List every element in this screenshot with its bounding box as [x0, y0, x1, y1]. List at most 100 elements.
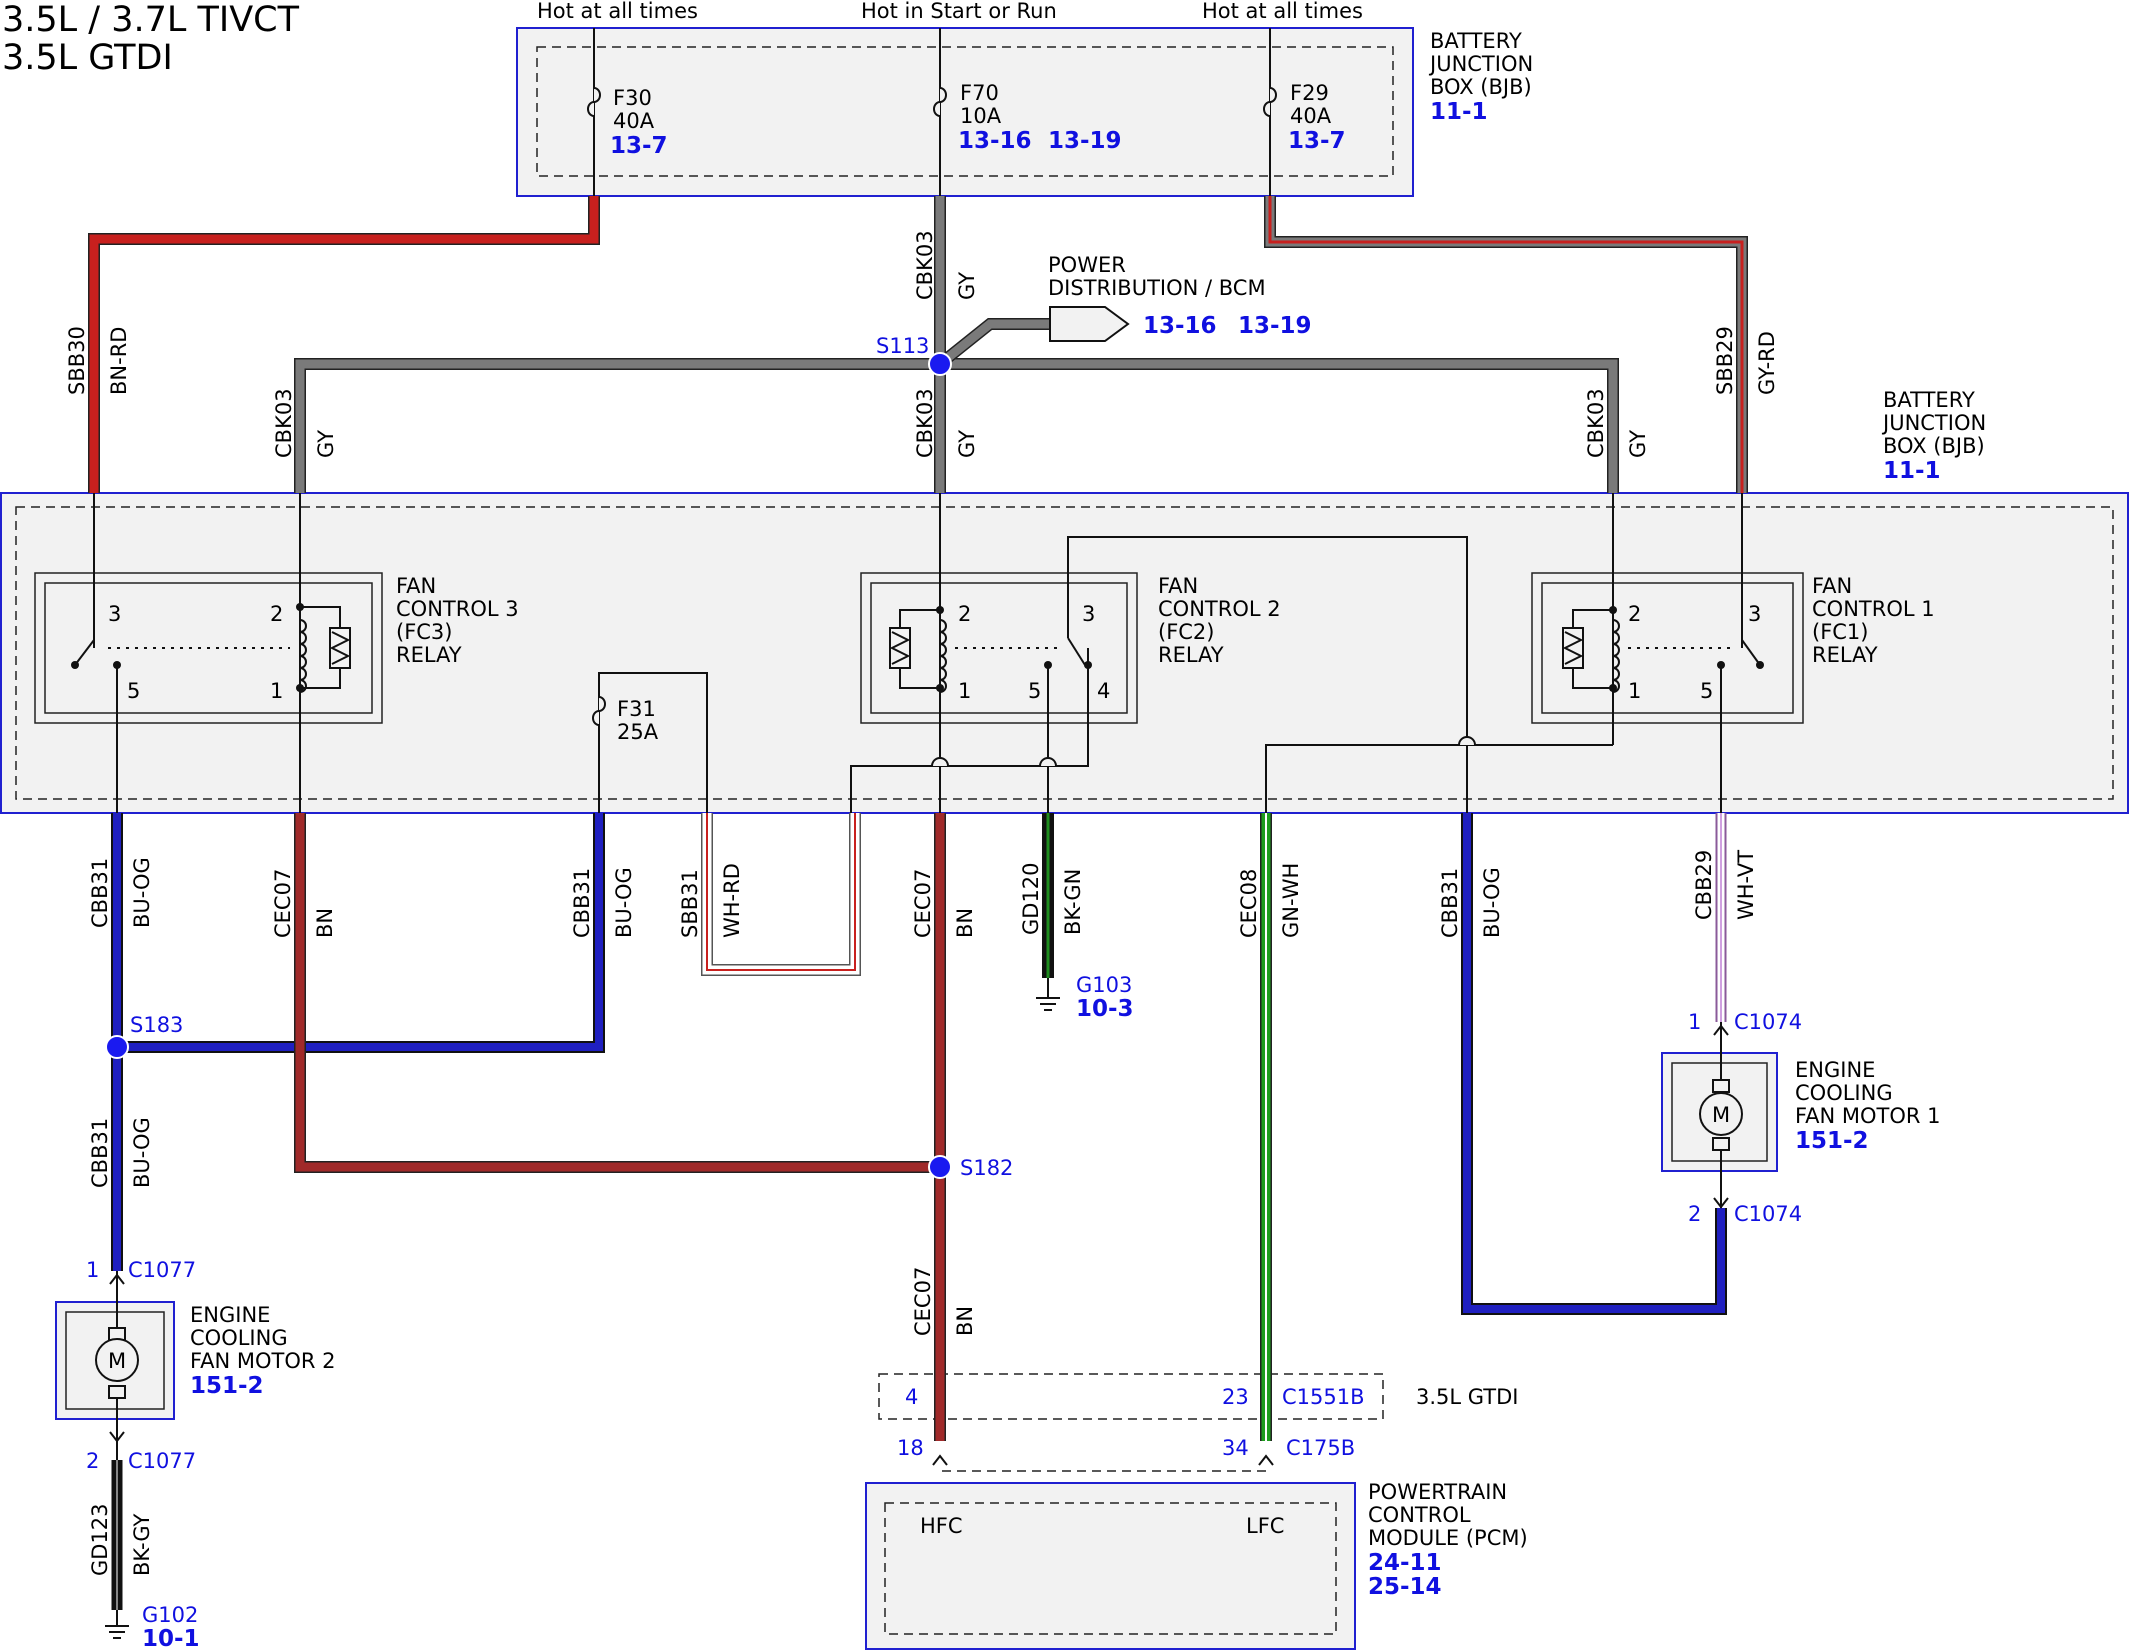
fc1-label-1: FAN [1812, 574, 1852, 598]
fuse-f29-ref[interactable]: 13-7 [1288, 128, 1346, 154]
splice-s183 [105, 1035, 129, 1059]
wire-label-cbk03_right-color: GY [1626, 430, 1650, 458]
splice-s182 [928, 1155, 952, 1179]
c1551b-connector-outline [878, 1373, 1384, 1420]
motor-2-label-3: FAN MOTOR 2 [190, 1349, 336, 1373]
motor-2-pin-bottom: 2 [86, 1449, 99, 1473]
motor-1-pin-top: 1 [1688, 1010, 1701, 1034]
motor-2-symbol: M [108, 1349, 126, 1373]
ground-g102-label: G102 [142, 1603, 198, 1627]
supply-left-label: Hot at all times [537, 0, 698, 23]
pcm-label-2: CONTROL [1368, 1503, 1471, 1527]
top-bjb-ref[interactable]: 11-1 [1430, 99, 1488, 125]
diagram-title-line-2: 3.5L GTDI [2, 38, 173, 78]
c1551b-pin-b: 23 [1222, 1385, 1249, 1409]
motor-2-ref[interactable]: 151-2 [190, 1373, 264, 1399]
wire-sbb29 [1264, 196, 1748, 493]
relay-internals [74, 619, 1761, 693]
fc3-pin-1: 1 [270, 679, 283, 703]
diagram-title-line-1: 3.5L / 3.7L TIVCT [2, 0, 299, 40]
fuse-f30-ref[interactable]: 13-7 [610, 133, 668, 159]
fc2-pin-4: 4 [1097, 679, 1110, 703]
pcm-label-1: POWERTRAIN [1368, 1480, 1507, 1504]
c1551b-conn-label: C1551B [1282, 1385, 1365, 1409]
wire-label-cbb29-circuit: CBB29 [1692, 850, 1716, 920]
pcm-hfc-label: HFC [920, 1514, 963, 1538]
wire-label-cec07_b-color: BN [953, 908, 977, 938]
fc3-pin-3: 3 [108, 602, 121, 626]
motor-2-icon [95, 1271, 139, 1460]
fc2-pin-3: 3 [1082, 602, 1095, 626]
pcm-label-3: MODULE (PCM) [1368, 1526, 1528, 1550]
motor-1-pin-bottom: 2 [1688, 1202, 1701, 1226]
fc3-pin-2: 2 [270, 602, 283, 626]
wire-label-cec07_a-circuit: CEC07 [271, 869, 295, 938]
motor-1-icon [1699, 1022, 1743, 1208]
power-dist-ref-2[interactable]: 13-19 [1238, 313, 1312, 339]
fc1-pin-3: 3 [1748, 602, 1761, 626]
wire-label-sbb29-color: GY-RD [1755, 331, 1779, 395]
main-bjb-name-line-2: JUNCTION [1881, 411, 1986, 435]
wire-label-cbb31_d-color: BU-OG [130, 1117, 154, 1188]
wire-label-cbb31_d-circuit: CBB31 [88, 1118, 112, 1188]
fc1-pin-1: 1 [1628, 679, 1641, 703]
fc3-pin-5: 5 [127, 679, 140, 703]
pcm-box [865, 1482, 1356, 1650]
ground-g103-label: G103 [1076, 973, 1132, 997]
supply-mid-label: Hot in Start or Run [861, 0, 1057, 23]
power-dist-line-1: POWER [1048, 253, 1126, 277]
fc2-label-3: (FC2) [1158, 620, 1215, 644]
fuse-f70-id: F70 [960, 81, 999, 105]
top-bjb-name-line-3: BOX (BJB) [1430, 75, 1532, 99]
motor-1-conn-top: C1074 [1734, 1010, 1802, 1034]
fuse-f31-id: F31 [617, 697, 656, 721]
wire-label-cbb31_a-circuit: CBB31 [88, 858, 112, 928]
fc1-pin-2: 2 [1628, 602, 1641, 626]
wire-label-cbk03_top-color: GY [955, 272, 979, 300]
wire-sbb30 [88, 196, 600, 493]
motor-2-conn-top: C1077 [128, 1258, 196, 1282]
fc3-label-1: FAN [396, 574, 436, 598]
fuse-f70-ref-2[interactable]: 13-19 [1048, 128, 1122, 154]
fan-motor-2-box [55, 1301, 175, 1420]
top-bjb-name-line-1: BATTERY [1430, 29, 1522, 53]
wire-label-cbk03_left-color: GY [314, 430, 338, 458]
fc2-label-2: CONTROL 2 [1158, 597, 1281, 621]
splice-s113 [928, 352, 952, 376]
fc1-label-2: CONTROL 1 [1812, 597, 1935, 621]
wire-label-cec07_c-circuit: CEC07 [911, 1267, 935, 1336]
wire-label-sbb31-color: WH-RD [720, 863, 744, 938]
wire-sbb31 [701, 813, 861, 976]
wire-label-gd120-color: BK-GN [1061, 869, 1085, 935]
fc3-label-2: CONTROL 3 [396, 597, 519, 621]
wire-label-cbk03_mid-circuit: CBK03 [913, 388, 937, 458]
fuse-f29-rating: 40A [1290, 104, 1332, 128]
motor-1-ref[interactable]: 151-2 [1795, 1128, 1869, 1154]
c1551b-note: 3.5L GTDI [1416, 1385, 1519, 1409]
wire-label-cbk03_mid-color: GY [955, 430, 979, 458]
pcm-ref-1[interactable]: 24-11 [1368, 1550, 1442, 1576]
main-bjb-ref[interactable]: 11-1 [1883, 458, 1941, 484]
motor-2-label-1: ENGINE [190, 1303, 270, 1327]
wire-cec07 [294, 813, 946, 1441]
wire-cbb31-left [111, 813, 605, 1271]
fuse-f30-rating: 40A [613, 109, 655, 133]
ground-g102-ref[interactable]: 10-1 [142, 1626, 200, 1651]
motor-1-symbol: M [1712, 1103, 1730, 1127]
motor-2-pin-top: 1 [86, 1258, 99, 1282]
fc1-pin-5: 5 [1700, 679, 1713, 703]
ground-g103-ref[interactable]: 10-3 [1076, 996, 1134, 1022]
supply-right-label: Hot at all times [1202, 0, 1363, 23]
power-dist-ref-1[interactable]: 13-16 [1143, 313, 1217, 339]
wire-label-cbb31_b-color: BU-OG [612, 867, 636, 938]
wire-label-gd120-circuit: GD120 [1019, 862, 1043, 935]
wire-label-cbb31_c-color: BU-OG [1480, 867, 1504, 938]
main-bjb-name-line-3: BOX (BJB) [1883, 434, 1985, 458]
fc1-label-3: (FC1) [1812, 620, 1869, 644]
fuse-f70-ref-1[interactable]: 13-16 [958, 128, 1032, 154]
motor-1-label-3: FAN MOTOR 1 [1795, 1104, 1941, 1128]
fc2-pin-1: 1 [958, 679, 971, 703]
pcm-ref-2[interactable]: 25-14 [1368, 1574, 1442, 1600]
motor-2-label-2: COOLING [190, 1326, 288, 1350]
relay-contact-dots [71, 603, 1764, 692]
